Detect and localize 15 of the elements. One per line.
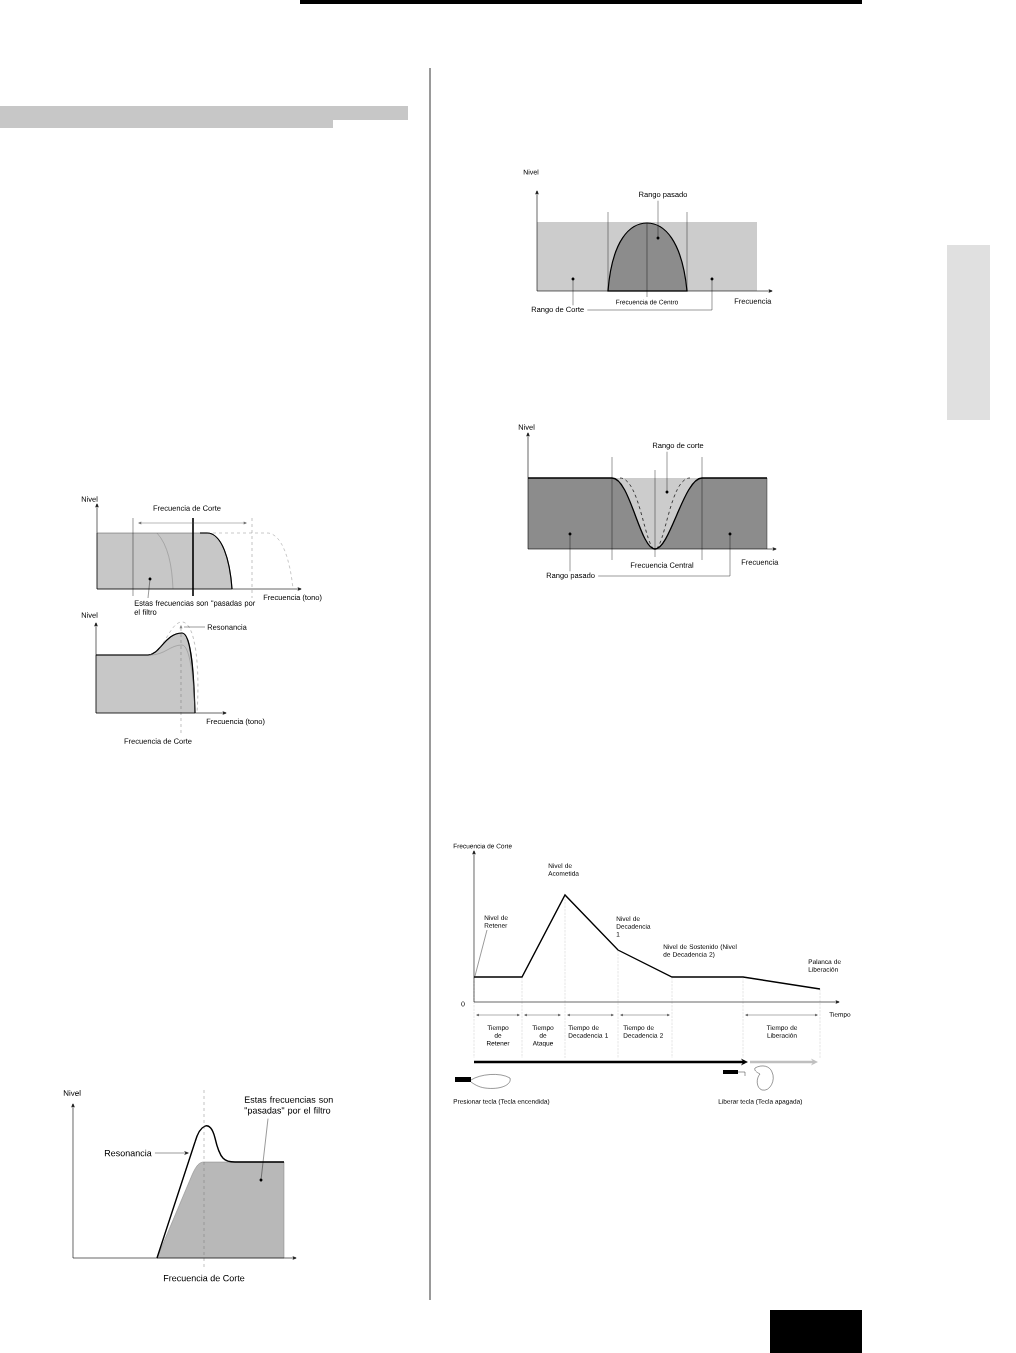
- leader-line: [147, 580, 150, 599]
- axis-label: Nivel: [63, 1090, 81, 1096]
- leader-line: [569, 535, 571, 572]
- leader-line: [657, 200, 659, 237]
- leader-line: [587, 280, 713, 311]
- leader-line: [666, 451, 668, 491]
- leader-line: [598, 535, 731, 577]
- leader-line: [572, 280, 574, 306]
- callout-label: Resonancia: [104, 1149, 152, 1157]
- leader-line: [261, 1118, 269, 1179]
- callout-label: Estas frecuencias son "pasadas" por el filtro: [244, 1096, 333, 1116]
- leader-line: [183, 626, 206, 628]
- axis-label: Frecuencia de Corte: [163, 1274, 245, 1282]
- leader-line: [474, 929, 488, 977]
- leader-line: [154, 1151, 189, 1155]
